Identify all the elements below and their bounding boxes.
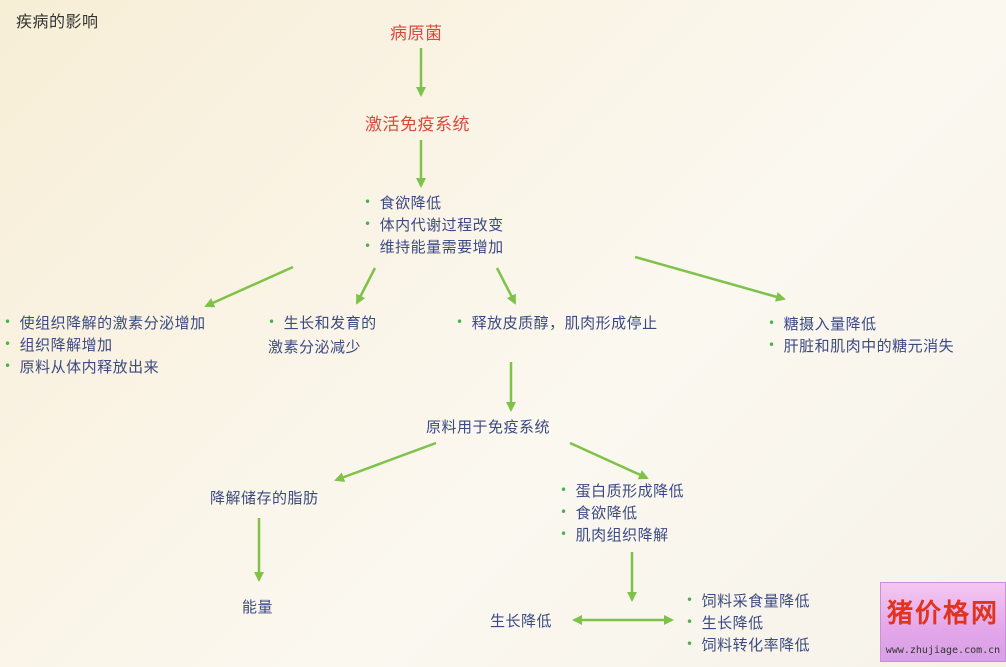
list-item: •饲料采食量降低 xyxy=(686,592,811,610)
node-activate-immune: 激活免疫系统 xyxy=(365,115,470,135)
node-protein-branch: •蛋白质形成降低 •食欲降低 •肌肉组织降解 xyxy=(560,481,684,547)
diagram-title: 疾病的影响 xyxy=(16,12,99,31)
node-fat-degrade: 降解储存的脂肪 xyxy=(210,489,319,507)
list-item: •组织降解增加 xyxy=(4,336,113,354)
arrow-effects-to-right xyxy=(634,255,786,302)
list-item-continued: 激素分泌减少 xyxy=(268,338,362,356)
node-left-branch: •使组织降解的激素分泌增加 •组织降解增加 •原料从体内释放出来 xyxy=(4,313,206,379)
node-raw-to-immune: 原料用于免疫系统 xyxy=(426,418,551,436)
list-item: •原料从体内释放出来 xyxy=(4,358,160,376)
node-feed-branch: •饲料采食量降低 •生长降低 •饲料转化率降低 xyxy=(686,591,810,657)
node-growth-hormone: •生长和发育的 激素分泌减少 xyxy=(268,312,377,359)
logo-url: www.zhujiage.com.cn xyxy=(885,645,1001,656)
list-item: •生长降低 xyxy=(686,614,764,632)
list-item: •食欲降低 xyxy=(364,194,442,212)
list-item: •蛋白质形成降低 xyxy=(560,482,685,500)
arrow-effects-to-left xyxy=(204,265,294,308)
node-growth-decrease: 生长降低 xyxy=(490,612,553,630)
list-item: •体内代谢过程改变 xyxy=(364,216,504,234)
list-item: •生长和发育的 xyxy=(268,314,377,332)
list-item: •维持能量需要增加 xyxy=(364,238,504,256)
logo-text: 猪价格网 xyxy=(886,599,999,629)
arrow-effects-to-growth-hormone xyxy=(355,267,377,305)
node-pathogen: 病原菌 xyxy=(390,24,443,44)
arrow-raw-to-fat xyxy=(334,441,437,482)
arrow-raw-to-protein xyxy=(569,441,649,480)
list-item: •饲料转化率降低 xyxy=(686,636,811,654)
list-item: •释放皮质醇，肌肉形成停止 xyxy=(456,314,658,332)
node-effects: •食欲降低 •体内代谢过程改变 •维持能量需要增加 xyxy=(364,193,504,259)
list-item: •使组织降解的激素分泌增加 xyxy=(4,314,206,332)
node-cortisol: •释放皮质醇，肌肉形成停止 xyxy=(456,312,658,336)
node-energy: 能量 xyxy=(242,598,274,616)
list-item: •食欲降低 xyxy=(560,504,638,522)
list-item: •肌肉组织降解 xyxy=(560,526,669,544)
list-item: •糖摄入量降低 xyxy=(768,315,877,333)
arrow-effects-to-cortisol xyxy=(495,267,517,305)
node-right-branch: •糖摄入量降低 •肝脏和肌肉中的糖元消失 xyxy=(768,314,954,358)
list-item: •肝脏和肌肉中的糖元消失 xyxy=(768,337,955,355)
watermark-logo: 猪价格网 www.zhujiage.com.cn xyxy=(880,582,1006,662)
